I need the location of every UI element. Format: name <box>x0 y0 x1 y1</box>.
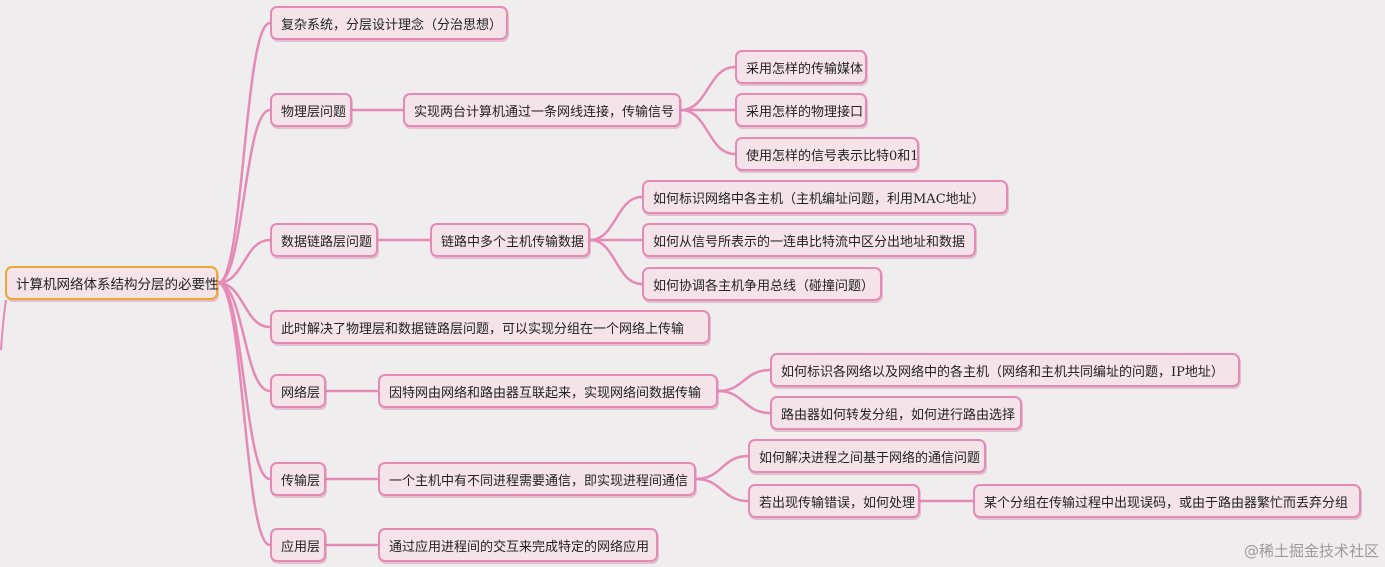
connector-physical-layer <box>216 108 272 285</box>
node-datalink-layer[interactable]: 数据链路层问题 <box>270 223 378 257</box>
node-physical-goal[interactable]: 实现两台计算机通过一条网线连接，传输信号 <box>403 93 681 127</box>
node-solved-note[interactable]: 此时解决了物理层和数据链路层问题，可以实现分组在一个网络上传输 <box>270 310 710 344</box>
node-physical-item-3[interactable]: 使用怎样的信号表示比特0和1 <box>735 137 919 171</box>
node-physical-item-2[interactable]: 采用怎样的物理接口 <box>735 93 867 127</box>
watermark: @稀土掘金技术社区 <box>1243 542 1379 560</box>
connector-root-stub <box>0 299 7 351</box>
connector-network-item-2 <box>716 389 772 415</box>
node-application-layer[interactable]: 应用层 <box>270 528 326 562</box>
connector-network-layer <box>216 281 272 393</box>
connector-transport-item-1 <box>694 454 750 481</box>
node-datalink-item-1[interactable]: 如何标识网络中各主机（主机编址问题，利用MAC地址） <box>642 180 1008 214</box>
connector-transport-item-2 <box>694 477 750 503</box>
connector-datalink-item-3 <box>588 238 644 286</box>
node-datalink-item-3[interactable]: 如何协调各主机争用总线（碰撞问题） <box>642 267 882 301</box>
node-transport-error-detail[interactable]: 某个分组在传输过程中出现误码，或由于路由器繁忙而丢弃分组 <box>973 484 1361 518</box>
node-network-item-1[interactable]: 如何标识各网络以及网络中的各主机（网络和主机共同编址的问题，IP地址） <box>770 353 1240 387</box>
node-transport-goal[interactable]: 一个主机中有不同进程需要通信，即实现进程间通信 <box>378 462 696 496</box>
node-transport-layer[interactable]: 传输层 <box>270 462 326 496</box>
node-transport-item-2[interactable]: 若出现传输错误，如何处理 <box>748 484 920 518</box>
connector-complex-system <box>216 21 272 285</box>
node-network-goal[interactable]: 因特网由网络和路由器互联起来，实现网络间数据传输 <box>378 374 718 408</box>
connector-network-item-1 <box>716 368 772 393</box>
connector-datalink-item-1 <box>588 195 644 242</box>
node-physical-item-1[interactable]: 采用怎样的传输媒体 <box>735 50 867 84</box>
node-transport-item-1[interactable]: 如何解决进程之间基于网络的通信问题 <box>748 439 986 473</box>
root-node[interactable]: 计算机网络体系结构分层的必要性 <box>5 266 219 300</box>
node-network-layer[interactable]: 网络层 <box>270 374 326 408</box>
node-datalink-item-2[interactable]: 如何从信号所表示的一连串比特流中区分出地址和数据 <box>642 223 976 257</box>
connector-solved-note <box>216 281 272 329</box>
connector-physical-item-3 <box>679 108 737 156</box>
node-application-goal[interactable]: 通过应用进程间的交互来完成特定的网络应用 <box>378 528 658 562</box>
connector-datalink-layer <box>216 238 272 285</box>
node-datalink-goal[interactable]: 链路中多个主机传输数据 <box>430 223 590 257</box>
node-physical-layer[interactable]: 物理层问题 <box>270 93 352 127</box>
node-network-item-2[interactable]: 路由器如何转发分组，如何进行路由选择 <box>770 396 1022 430</box>
connector-physical-item-1 <box>679 65 737 112</box>
connector-application-layer <box>216 281 272 547</box>
node-complex-system[interactable]: 复杂系统，分层设计理念（分治思想） <box>270 6 508 40</box>
connector-transport-layer <box>216 281 272 481</box>
